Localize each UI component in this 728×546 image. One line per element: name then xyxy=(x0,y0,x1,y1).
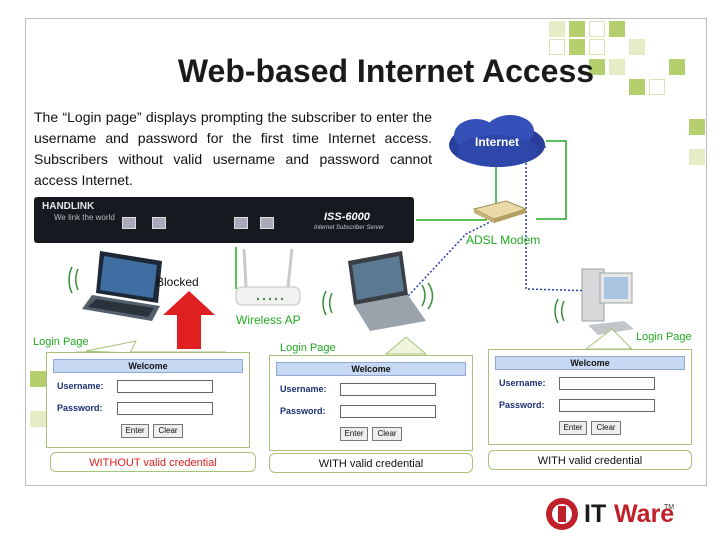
username-input[interactable] xyxy=(117,380,213,393)
laptop-icon xyxy=(68,251,162,321)
username-input[interactable] xyxy=(340,383,436,396)
login-page-label: Login Page xyxy=(33,336,89,348)
username-label: Username: xyxy=(280,384,327,394)
password-label: Password: xyxy=(280,406,326,416)
login-panel: Welcome Username: Password: Enter Clear xyxy=(46,352,250,448)
device-brand: HANDLINK xyxy=(42,201,95,212)
password-label: Password: xyxy=(57,403,103,413)
deco-square xyxy=(689,119,705,135)
deco-square xyxy=(609,21,625,37)
port xyxy=(234,217,248,229)
port xyxy=(122,217,136,229)
deco-square xyxy=(549,21,565,37)
clear-button[interactable]: Clear xyxy=(153,424,183,438)
device-tagline: We link the world xyxy=(54,213,115,222)
username-label: Username: xyxy=(499,378,546,388)
credential-badge: WITHOUT valid credential xyxy=(50,452,256,472)
enter-button[interactable]: Enter xyxy=(559,421,587,435)
login-page-label: Login Page xyxy=(280,342,336,354)
desktop-pc-icon xyxy=(554,268,634,335)
username-input[interactable] xyxy=(559,377,655,390)
deco-square xyxy=(689,149,705,165)
welcome-header: Welcome xyxy=(276,362,466,376)
device-model-sub: Internet Subscriber Server xyxy=(314,225,385,231)
wireless-ap-icon xyxy=(235,248,301,306)
internet-cloud-icon xyxy=(449,115,545,167)
clear-button[interactable]: Clear xyxy=(372,427,402,441)
welcome-header: Welcome xyxy=(495,356,685,370)
page-title: Web-based Internet Access xyxy=(177,53,595,89)
laptop-icon xyxy=(322,251,434,331)
port xyxy=(260,217,274,229)
deco-square xyxy=(629,39,645,55)
clear-button[interactable]: Clear xyxy=(591,421,621,435)
deco-square xyxy=(569,21,585,37)
credential-badge: WITH valid credential xyxy=(269,453,473,473)
password-label: Password: xyxy=(499,400,545,410)
welcome-header: Welcome xyxy=(53,359,243,373)
blocked-label: Blocked xyxy=(156,275,199,289)
deco-square xyxy=(30,411,46,427)
password-input[interactable] xyxy=(559,399,655,412)
deco-square xyxy=(609,59,625,75)
port xyxy=(152,217,166,229)
deco-square xyxy=(549,39,565,55)
enter-button[interactable]: Enter xyxy=(340,427,368,441)
adsl-modem-icon xyxy=(472,200,528,223)
deco-square xyxy=(649,79,665,95)
blocked-arrow-icon xyxy=(163,291,215,349)
logo-tm: TM xyxy=(664,504,675,511)
password-input[interactable] xyxy=(340,405,436,418)
password-input[interactable] xyxy=(117,402,213,415)
deco-square xyxy=(589,59,605,75)
login-page-label: Login Page xyxy=(636,331,692,343)
description-text: The “Login page” displays prompting the … xyxy=(34,109,432,188)
deco-square xyxy=(669,59,685,75)
credential-badge: WITH valid credential xyxy=(488,450,692,470)
slide: Web-based Internet Access The “Login pag… xyxy=(25,18,707,486)
itware-logo-icon xyxy=(546,498,578,530)
deco-square xyxy=(589,39,605,55)
login-panel: Welcome Username: Password: Enter Clear xyxy=(488,349,692,445)
deco-square xyxy=(629,79,645,95)
deco-square xyxy=(569,39,585,55)
deco-square xyxy=(30,371,46,387)
device-model: ISS-6000 xyxy=(324,211,370,223)
internet-label: Internet xyxy=(474,135,519,149)
login-panel: Welcome Username: Password: Enter Clear xyxy=(269,355,473,451)
iss-6000-device: HANDLINK We link the world ISS-6000 Inte… xyxy=(34,197,414,243)
adsl-modem-label: ADSL Modem xyxy=(466,233,541,247)
itware-logo: IT Ware TM xyxy=(544,496,694,536)
deco-square xyxy=(589,21,605,37)
wireless-ap-label: Wireless AP xyxy=(236,313,301,327)
logo-it-text: IT xyxy=(584,500,607,528)
logo-ware-text: Ware xyxy=(614,500,675,528)
enter-button[interactable]: Enter xyxy=(121,424,149,438)
username-label: Username: xyxy=(57,381,104,391)
